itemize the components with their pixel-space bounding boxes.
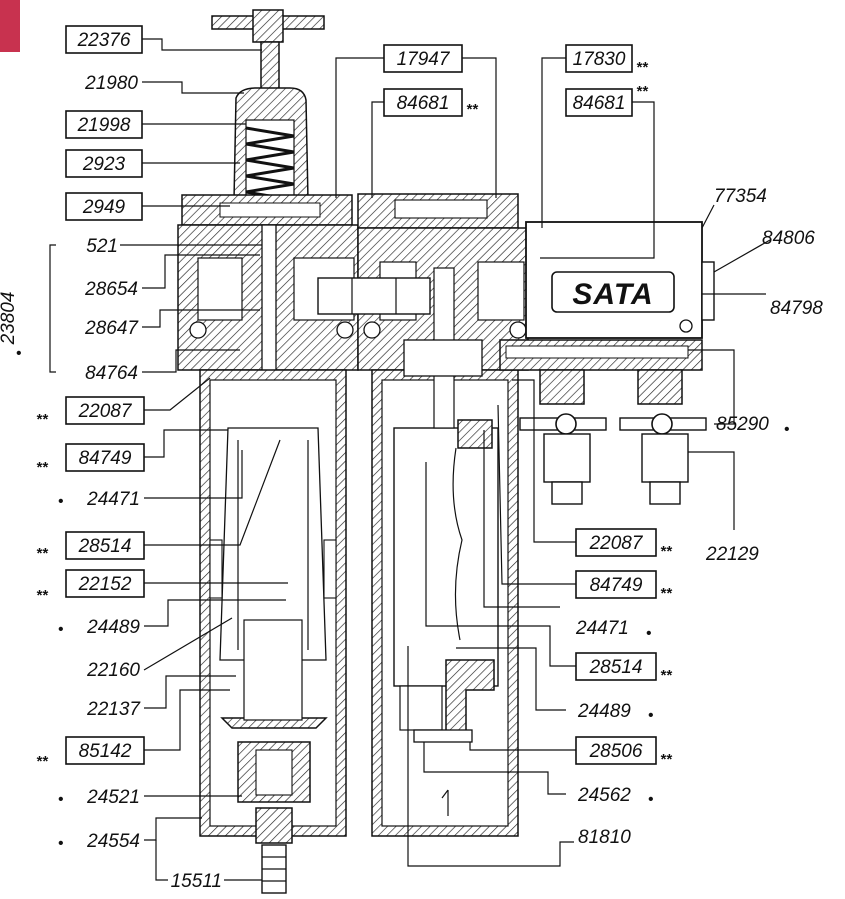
dot-marker: • [784, 421, 789, 438]
dot-marker: • [58, 791, 63, 808]
part-number: 28514 [589, 657, 643, 678]
star-marker: ** [660, 751, 673, 768]
part-24471-right: 24471 [575, 618, 629, 639]
part-84806: 84806 [762, 228, 815, 249]
dot-marker: • [58, 835, 63, 852]
part-number: 84749 [79, 448, 132, 469]
part-15511: 15511 [171, 871, 222, 892]
part-22129: 22129 [705, 544, 759, 565]
dot-marker: • [648, 707, 653, 724]
part-number: 22376 [77, 30, 131, 51]
part-number: 17830 [573, 49, 626, 70]
part-number: 22152 [78, 574, 132, 595]
part-28514-right: 28514 [575, 652, 657, 681]
part-number: 28514 [78, 536, 132, 557]
part-24562: 24562 [577, 785, 631, 806]
part-84681-right: 84681 [565, 88, 633, 117]
part-77354: 77354 [714, 186, 767, 207]
part-84798: 84798 [770, 298, 823, 319]
part-22152: 22152 [65, 569, 145, 598]
part-number: 17947 [397, 49, 451, 70]
part-24554: 24554 [86, 831, 140, 852]
star-marker: ** [660, 543, 673, 560]
part-23804: 23804 [0, 292, 19, 346]
star-marker: ** [636, 83, 649, 100]
star-marker: ** [660, 585, 673, 602]
part-84749-right: 84749 [575, 570, 657, 599]
star-marker: ** [636, 59, 649, 76]
part-22376: 22376 [65, 25, 143, 54]
part-21980: 21980 [84, 73, 138, 94]
dot-marker: • [16, 345, 21, 362]
left-labels: 22376 21980 21998 2923 2949 521 28654 28… [0, 25, 222, 892]
part-521: 521 [86, 236, 118, 257]
part-24471-left: 24471 [86, 489, 140, 510]
part-2923: 2923 [65, 149, 143, 178]
part-number: 22087 [589, 533, 644, 554]
right-labels: 17947 84681 ** 17830 ** 84681 ** 77354 8… [383, 44, 823, 848]
part-24521: 24521 [86, 787, 140, 808]
part-17830: 17830 [565, 44, 633, 73]
leader-lines [49, 38, 771, 881]
part-number: 84681 [397, 93, 450, 114]
part-number: 28506 [589, 741, 643, 762]
part-28506: 28506 [575, 736, 657, 765]
part-number: 2949 [82, 197, 126, 218]
part-24489-left: 24489 [86, 617, 140, 638]
part-number: 84749 [590, 575, 643, 596]
part-number: 84681 [573, 93, 626, 114]
part-84749-left: 84749 [65, 443, 145, 472]
part-85290: 85290 [716, 414, 769, 435]
part-85142: 85142 [65, 736, 145, 765]
star-marker: ** [36, 587, 49, 604]
part-number: 22087 [78, 401, 133, 422]
star-marker: ** [660, 667, 673, 684]
star-marker: ** [36, 753, 49, 770]
star-marker: ** [36, 459, 49, 476]
dot-marker: • [646, 625, 651, 642]
drawing: SATA [177, 9, 715, 894]
part-24489-right: 24489 [577, 701, 631, 722]
part-number: 2923 [82, 154, 126, 175]
part-17947: 17947 [383, 44, 463, 73]
sata-logo-text: SATA [572, 278, 653, 311]
part-22137: 22137 [86, 699, 141, 720]
star-marker: ** [36, 411, 49, 428]
part-number: 21998 [77, 115, 131, 136]
part-28514-left: 28514 [65, 531, 145, 560]
part-84764: 84764 [85, 363, 138, 384]
dot-marker: • [648, 791, 653, 808]
part-28647: 28647 [84, 318, 139, 339]
part-22087-left: 22087 [65, 396, 145, 425]
dot-marker: • [58, 493, 63, 510]
part-81810: 81810 [578, 827, 631, 848]
part-84681-middle: 84681 [383, 88, 463, 117]
part-22087-right: 22087 [575, 528, 657, 557]
red-corner-tab [0, 0, 20, 52]
star-marker: ** [466, 101, 479, 118]
part-21998: 21998 [65, 110, 143, 139]
part-2949: 2949 [65, 192, 143, 221]
part-number: 85142 [79, 741, 132, 762]
star-marker: ** [36, 545, 49, 562]
part-28654: 28654 [84, 279, 138, 300]
dot-marker: • [58, 621, 63, 638]
part-22160: 22160 [86, 660, 140, 681]
